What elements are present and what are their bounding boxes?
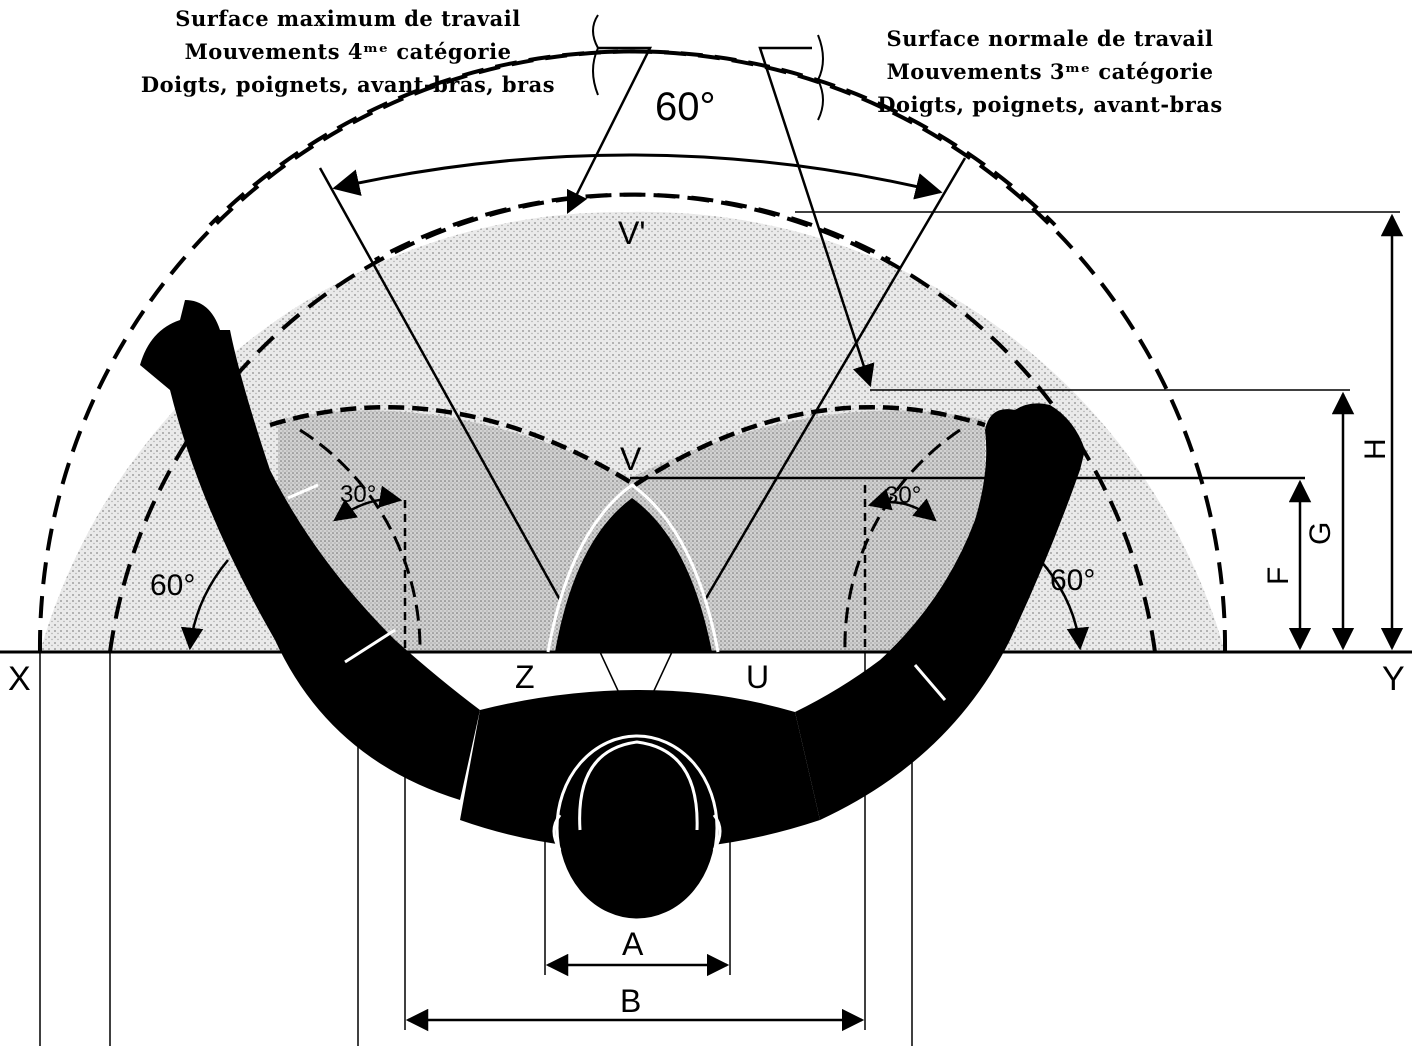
left-inner-angle-label: 30° <box>340 481 376 508</box>
point-v-prime-label: V' <box>618 215 645 251</box>
left-angle-arc <box>180 559 229 651</box>
right-outer-angle-label: 60° <box>1050 564 1095 597</box>
worker-head <box>555 734 719 922</box>
maximum-area-title: Surface maximum de travail <box>175 6 521 31</box>
body-sector <box>555 498 712 652</box>
normal-area-title: Surface normale de travail <box>886 26 1214 51</box>
dimension-a-label: A <box>622 926 644 962</box>
left-outer-angle-label: 60° <box>150 569 195 602</box>
point-y-label: Y <box>1382 660 1405 698</box>
sector-lines <box>318 157 1305 601</box>
dimension-b-label: B <box>620 983 641 1019</box>
normal-area-caption: Surface normale de travail Mouvements 3ᵐ… <box>855 22 1245 121</box>
right-small-angle-arc <box>867 488 937 522</box>
maximum-area-movements: Mouvements 4ᵐᵉ catégorie <box>184 39 512 64</box>
inner-verticals <box>403 485 867 652</box>
maximum-area-caption: Surface maximum de travail Mouvements 4ᵐ… <box>118 2 578 101</box>
right-sleeve-seam <box>913 664 947 701</box>
worker-right-arm <box>795 403 1085 820</box>
worker-left-arm <box>140 300 480 800</box>
normal-reach-arcs <box>269 405 986 653</box>
caption-braces <box>592 14 824 121</box>
right-angle-arc <box>1039 559 1090 651</box>
top-angle-arc <box>332 153 943 200</box>
maximum-area-body-parts: Doigts, poignets, avant-bras, bras <box>140 72 556 97</box>
point-z-label: Z <box>515 659 535 695</box>
height-extension-lines <box>795 211 1400 391</box>
normal-area-movements: Mouvements 3ᵐᵉ catégorie <box>886 59 1214 84</box>
worker-hair-outline <box>578 740 699 831</box>
right-inner-angle-label: 30° <box>885 482 921 509</box>
dimension-g-label: G <box>1304 522 1337 545</box>
top-angle-label: 60° <box>655 85 716 129</box>
point-v-label: V <box>620 441 642 477</box>
left-small-angle-arc <box>333 485 403 522</box>
left-cuff <box>287 483 319 500</box>
dimension-h-label: H <box>1359 438 1392 460</box>
neck-lines <box>599 651 673 696</box>
left-sleeve-seam <box>344 628 396 664</box>
point-u-label: U <box>746 659 769 695</box>
point-x-label: X <box>8 660 31 698</box>
caption-pointers <box>566 46 875 388</box>
dimension-f-label: F <box>1262 567 1295 585</box>
worker-ears <box>552 814 722 851</box>
normal-area-body-parts: Doigts, poignets, avant-bras <box>877 92 1223 117</box>
maximum-reach-arcs <box>37 49 1228 653</box>
